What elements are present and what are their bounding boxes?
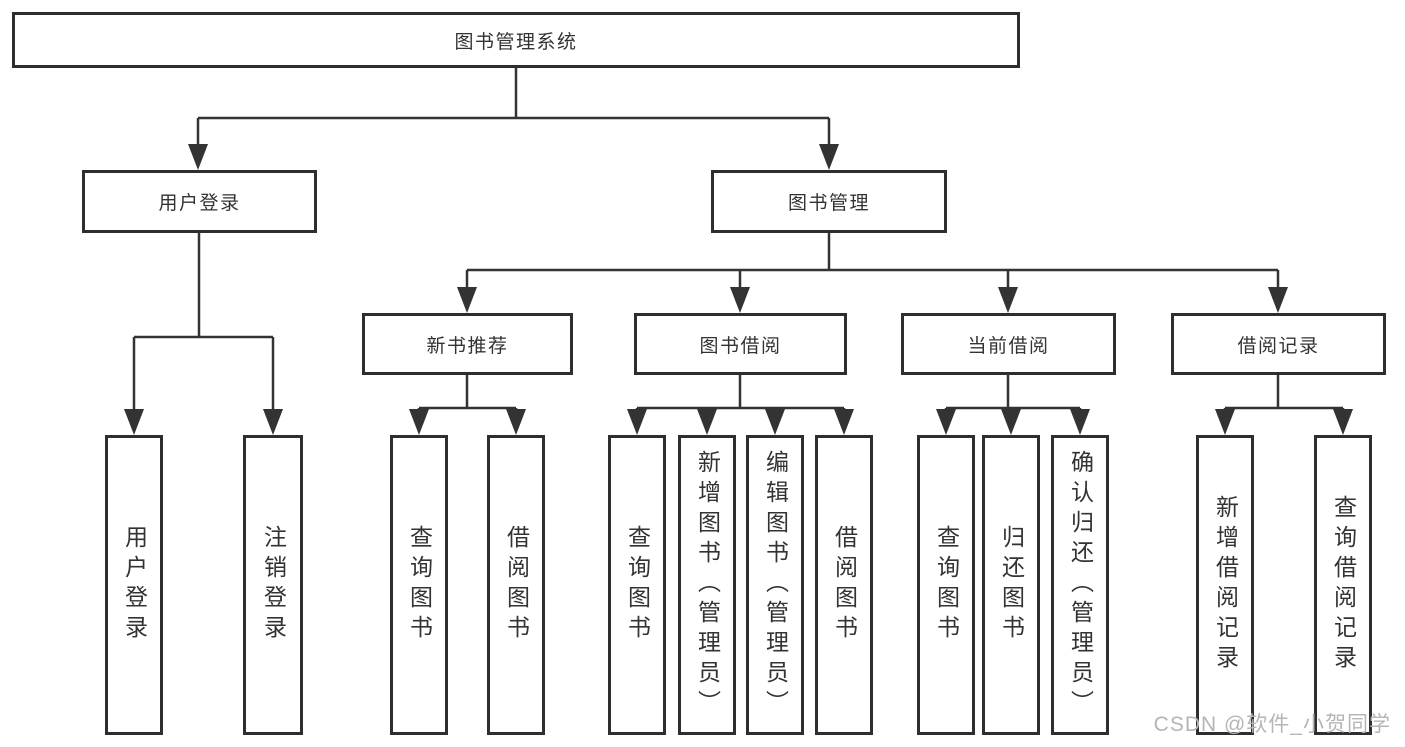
node-leaf-return-book: 归还图书 bbox=[982, 435, 1040, 735]
node-root: 图书管理系统 bbox=[12, 12, 1020, 68]
leaf-label: 注销登录 bbox=[260, 525, 287, 645]
leaf-label: 归还图书 bbox=[998, 525, 1025, 645]
node-leaf-borrow-book-1: 借阅图书 bbox=[487, 435, 545, 735]
leaf-label: 查询图书 bbox=[624, 525, 651, 645]
node-leaf-add-borrow-record: 新增借阅记录 bbox=[1196, 435, 1254, 735]
node-leaf-query-book-1: 查询图书 bbox=[390, 435, 448, 735]
leaf-label: 编辑图书（管理员） bbox=[762, 450, 789, 720]
leaf-label: 新增图书（管理员） bbox=[694, 450, 721, 720]
node-book-borrow: 图书借阅 bbox=[634, 313, 847, 375]
leaf-label: 查询图书 bbox=[406, 525, 433, 645]
node-user-login: 用户登录 bbox=[82, 170, 317, 233]
leaf-label: 确认归还（管理员） bbox=[1067, 450, 1094, 720]
node-leaf-query-book-2: 查询图书 bbox=[608, 435, 666, 735]
leaf-label: 查询图书 bbox=[933, 525, 960, 645]
node-leaf-edit-book-admin: 编辑图书（管理员） bbox=[746, 435, 804, 735]
node-current-borrow: 当前借阅 bbox=[901, 313, 1116, 375]
node-leaf-confirm-return-admin: 确认归还（管理员） bbox=[1051, 435, 1109, 735]
node-borrow-records: 借阅记录 bbox=[1171, 313, 1386, 375]
csdn-watermark: CSDN @软件_小贺同学 bbox=[1153, 713, 1391, 736]
leaf-label: 新增借阅记录 bbox=[1212, 495, 1239, 675]
node-leaf-query-book-3: 查询图书 bbox=[917, 435, 975, 735]
node-leaf-add-book-admin: 新增图书（管理员） bbox=[678, 435, 736, 735]
leaf-label: 查询借阅记录 bbox=[1330, 495, 1357, 675]
leaf-label: 用户登录 bbox=[121, 525, 148, 645]
node-leaf-query-borrow-record: 查询借阅记录 bbox=[1314, 435, 1372, 735]
leaf-label: 借阅图书 bbox=[831, 525, 858, 645]
node-book-management: 图书管理 bbox=[711, 170, 947, 233]
node-new-book-recommend: 新书推荐 bbox=[362, 313, 573, 375]
node-leaf-borrow-book-2: 借阅图书 bbox=[815, 435, 873, 735]
node-leaf-logout: 注销登录 bbox=[243, 435, 303, 735]
leaf-label: 借阅图书 bbox=[503, 525, 530, 645]
node-leaf-user-login: 用户登录 bbox=[105, 435, 163, 735]
